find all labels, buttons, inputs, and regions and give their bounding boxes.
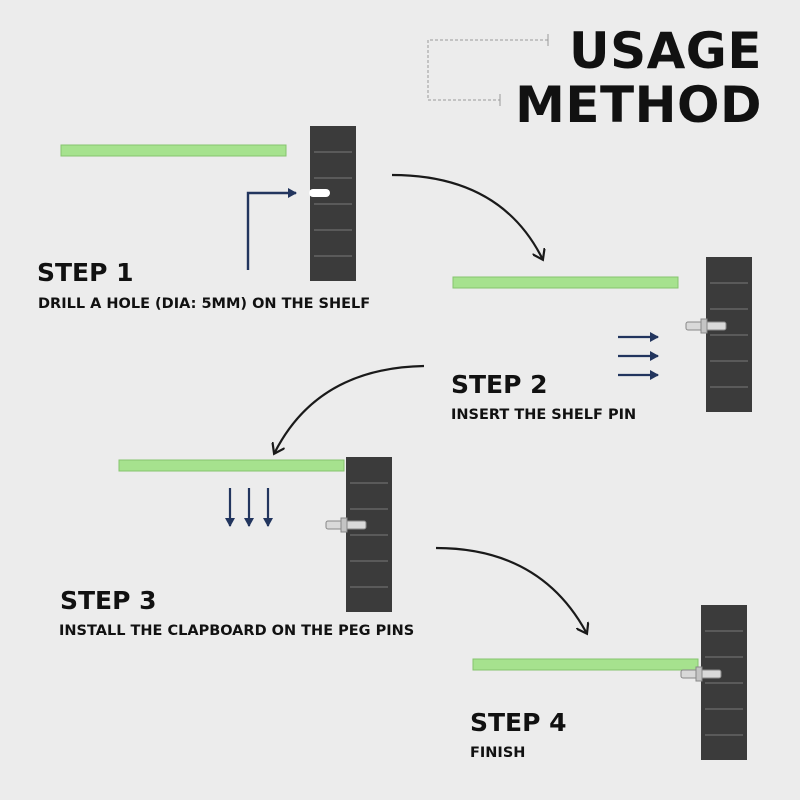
step-2-illustration (452, 257, 752, 412)
curve-arrow-2-to-3 (275, 364, 425, 452)
shelf-board (472, 658, 699, 671)
shelf-pin (680, 666, 722, 682)
drilled-hole (309, 189, 330, 197)
step-1-title: STEP 1 (37, 258, 134, 287)
side-panel (706, 257, 752, 412)
shelf-board (60, 144, 287, 157)
side-panel (346, 457, 392, 612)
title-connector (427, 34, 549, 106)
step-3-title: STEP 3 (60, 586, 157, 615)
step-4-illustration (472, 605, 747, 760)
insert-direction-arrows (618, 332, 659, 380)
shelf-board (118, 459, 345, 472)
title-usage: USAGE (568, 22, 762, 80)
step-4-description: FINISH (470, 745, 526, 761)
step-1-illustration (60, 126, 356, 281)
step-3-description: INSTALL THE CLAPBOARD ON THE PEG PINS (59, 623, 415, 639)
curve-arrow-1-to-2 (391, 173, 542, 258)
lower-direction-arrows (225, 488, 273, 527)
side-panel (701, 605, 747, 760)
step-3-illustration (118, 457, 392, 612)
shelf-pin (325, 517, 367, 533)
curve-arrow-3-to-4 (435, 546, 586, 632)
step-2-title: STEP 2 (451, 370, 548, 399)
step-1-description: DRILL A HOLE (DIA: 5MM) ON THE SHELF (38, 296, 371, 312)
title-method: METHOD (515, 76, 762, 134)
drill-direction-arrow (246, 188, 297, 270)
shelf-pin (685, 318, 727, 334)
step-4-title: STEP 4 (470, 708, 567, 737)
side-panel (309, 126, 356, 281)
shelf-board (452, 276, 679, 289)
step-2-description: INSERT THE SHELF PIN (451, 407, 637, 423)
